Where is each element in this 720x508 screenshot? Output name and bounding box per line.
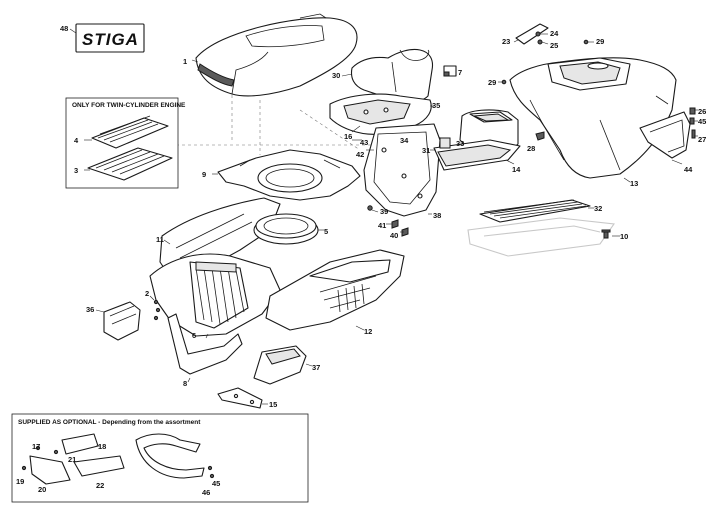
washer-part-25: [537, 39, 543, 45]
callout-12: 12: [364, 327, 372, 336]
callout-13: 13: [630, 179, 638, 188]
part-22: [73, 455, 125, 477]
clip-part-28: [535, 131, 545, 141]
callout-29b: 29: [488, 78, 496, 87]
callout-38: 38: [433, 211, 441, 220]
part-20: [29, 455, 71, 485]
logo-text: STIGA: [82, 30, 139, 49]
callout-labels: 48 1 30 7 35 16 43 34 42 31 33 14 28 23 …: [16, 24, 706, 497]
callout-17: 17: [32, 442, 40, 451]
callout-35: 35: [432, 101, 440, 110]
callout-8: 8: [183, 379, 187, 388]
screw-part-24: [535, 31, 541, 37]
callout-6: 6: [192, 331, 196, 340]
guard-part-45: [135, 433, 205, 479]
ghost-outline: [467, 217, 615, 257]
screw-part-2a: [153, 299, 159, 305]
callout-37: 37: [312, 363, 320, 372]
callout-45a: 45: [698, 117, 706, 126]
callout-45b: 45: [212, 479, 220, 488]
callout-21: 21: [68, 455, 76, 464]
callout-10: 10: [620, 232, 628, 241]
callout-26: 26: [698, 107, 706, 116]
grille-part-3: [87, 147, 173, 181]
callout-30: 30: [332, 71, 340, 80]
trim-part-44: [639, 111, 691, 159]
bolt-part-10: [601, 229, 611, 239]
optional-box: SUPPLIED AS OPTIONAL - Depending from th…: [11, 413, 309, 503]
callout-14: 14: [512, 165, 521, 174]
callout-23: 23: [502, 37, 510, 46]
callout-16: 16: [344, 132, 352, 141]
panel-part-12: [265, 249, 405, 331]
cover-part-33: [439, 137, 451, 149]
callout-46: 46: [202, 488, 210, 497]
stiga-decal: STIGA: [75, 23, 145, 53]
ring-part-5: [253, 213, 319, 245]
callout-28: 28: [527, 144, 535, 153]
callout-29a: 29: [596, 37, 604, 46]
bracket-part-36: [103, 301, 141, 341]
hood-part-1: [195, 13, 358, 97]
callout-25: 25: [550, 41, 558, 50]
grille-part-4: [91, 115, 169, 149]
callout-3: 3: [74, 166, 78, 175]
callout-40: 40: [390, 231, 398, 240]
callout-31: 31: [422, 146, 430, 155]
callout-1: 1: [183, 57, 187, 66]
plate-part-15: [217, 387, 263, 409]
screw-part-29b: [501, 79, 507, 85]
optional-title: SUPPLIED AS OPTIONAL - Depending from th…: [18, 419, 201, 426]
screw-part-2c: [153, 315, 159, 321]
twin-cylinder-box: ONLY FOR TWIN-CYLINDER ENGINE: [65, 97, 186, 189]
panel-part-30: [350, 48, 434, 103]
rear-body-part-13: [509, 57, 677, 179]
callout-7: 7: [458, 68, 462, 77]
callout-41: 41: [378, 221, 386, 230]
callout-43: 43: [360, 138, 368, 147]
callout-9: 9: [202, 170, 206, 179]
dashboard-part-35: [329, 93, 432, 135]
callout-44: 44: [684, 165, 693, 174]
callout-33: 33: [456, 139, 464, 148]
mat-part-32: [479, 199, 591, 223]
bracket-part-23: [515, 23, 549, 45]
callout-18: 18: [98, 442, 106, 451]
screw-part-29: [583, 39, 589, 45]
callout-15: 15: [269, 400, 277, 409]
callout-4: 4: [74, 136, 79, 145]
callout-11: 11: [156, 235, 164, 244]
callout-20: 20: [38, 485, 46, 494]
cover-part-31: [433, 139, 521, 171]
callout-27: 27: [698, 135, 706, 144]
callout-39: 39: [380, 207, 388, 216]
bolts-part-26-45-27: [689, 107, 696, 139]
callout-24: 24: [550, 29, 559, 38]
callout-22: 22: [96, 481, 104, 490]
callout-32: 32: [594, 204, 602, 213]
screw-part-39: [367, 205, 373, 211]
twin-cylinder-title: ONLY FOR TWIN-CYLINDER ENGINE: [72, 102, 186, 109]
callout-5: 5: [324, 227, 328, 236]
support-part-43: [363, 123, 441, 217]
clip-part-40: [401, 227, 409, 237]
callout-34: 34: [400, 136, 409, 145]
callout-19: 19: [16, 477, 24, 486]
clip-part-41: [391, 219, 399, 229]
connector-part-7: [443, 65, 457, 77]
frame-part-9: [217, 149, 361, 201]
bumper-part-8: [167, 313, 243, 375]
callout-36: 36: [86, 305, 94, 314]
grille-part-6: [149, 253, 281, 337]
callout-2: 2: [145, 289, 149, 298]
screw-part-2b: [155, 307, 161, 313]
panel-part-37: [253, 345, 307, 385]
callout-42: 42: [356, 150, 364, 159]
callout-48: 48: [60, 24, 68, 33]
